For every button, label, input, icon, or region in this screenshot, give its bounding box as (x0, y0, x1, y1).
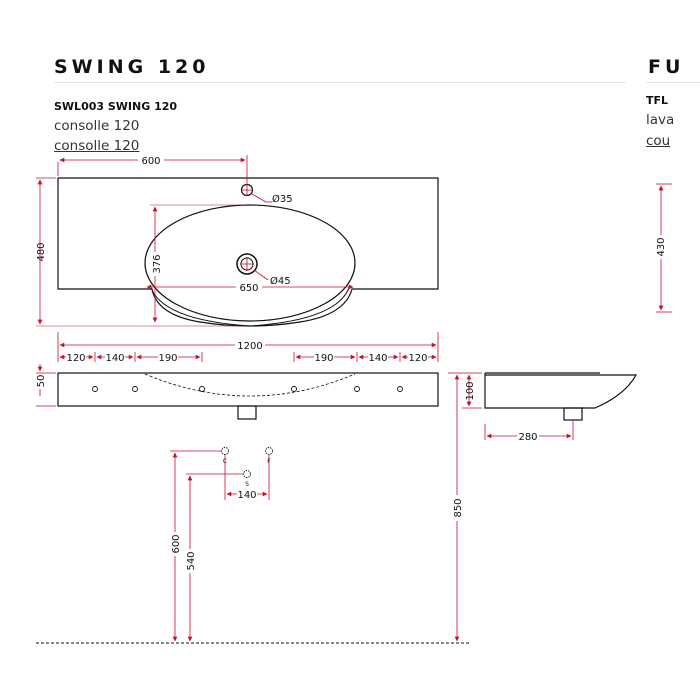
dim-left-140: 140 (105, 353, 124, 364)
next-product-title: FU (648, 56, 685, 78)
dim-480: 480 (36, 242, 47, 261)
hot-water-connection (265, 447, 273, 455)
dim-100: 100 (465, 381, 476, 400)
front-basin-hidden (144, 373, 356, 397)
next-product-code: TFL (646, 94, 669, 107)
label-drain: S (245, 481, 249, 488)
front-slab-outline (57, 372, 439, 407)
dim-next-430: 430 (656, 237, 667, 256)
top-view-outline (57, 177, 439, 327)
cold-water-connection (221, 447, 229, 455)
basin-outline (144, 204, 356, 322)
wall-view: C F S 140 600 540 (170, 447, 273, 642)
dim-50: 50 (36, 375, 47, 388)
dim-hole-35: Ø35 (272, 193, 293, 205)
next-product-description: lava (646, 112, 675, 128)
dim-850: 850 (453, 498, 464, 517)
product-code: SWL003 SWING 120 (54, 100, 178, 113)
next-product-description-link[interactable]: cou (646, 133, 671, 149)
product-title: SWING 120 (54, 56, 210, 78)
dim-supply-140: 140 (237, 490, 256, 501)
dim-1200: 1200 (237, 341, 262, 352)
fixing-holes (92, 386, 403, 392)
dim-280: 280 (518, 432, 537, 443)
product-description: consolle 120 (54, 118, 140, 134)
top-view: 600 Ø35 480 376 650 Ø45 (36, 154, 439, 327)
title-divider (54, 82, 626, 83)
dim-600-top: 600 (141, 156, 160, 167)
dim-right-120: 120 (408, 353, 427, 364)
dim-right-140: 140 (368, 353, 387, 364)
dim-right-190: 190 (314, 353, 333, 364)
drain-hole-outer (236, 253, 258, 275)
front-drain-outlet (237, 405, 257, 420)
side-drain-outlet (563, 407, 583, 421)
dim-wall-540: 540 (186, 551, 197, 570)
dim-650: 650 (239, 283, 258, 294)
basin-rim (149, 284, 351, 327)
front-view: 1200 120 140 190 190 (36, 332, 464, 642)
drain-connection (243, 470, 251, 478)
product-description-link[interactable]: consolle 120 (54, 138, 140, 154)
side-view: 100 280 (462, 372, 638, 443)
dim-left-120: 120 (66, 353, 85, 364)
dim-376: 376 (152, 254, 163, 273)
side-view-outline (484, 373, 638, 409)
dim-drain-45: Ø45 (270, 275, 291, 287)
dim-left-190: 190 (158, 353, 177, 364)
dim-wall-600: 600 (171, 534, 182, 553)
next-title-divider (646, 82, 700, 83)
next-product-drawing: 430 (656, 183, 672, 313)
